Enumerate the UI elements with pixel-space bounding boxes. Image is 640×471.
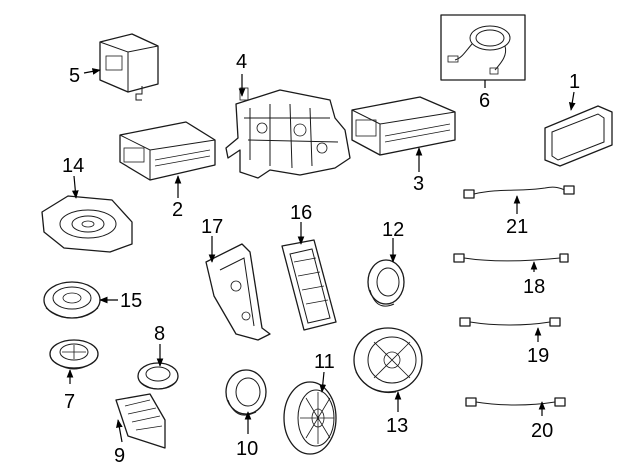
callout-9: 9 bbox=[114, 445, 125, 467]
callout-20: 20 bbox=[531, 420, 553, 442]
part-18-cable[interactable] bbox=[453, 253, 569, 263]
part-15-speaker[interactable] bbox=[43, 281, 101, 319]
callout-18: 18 bbox=[523, 276, 545, 298]
part-5-module[interactable] bbox=[99, 33, 159, 101]
callout-16: 16 bbox=[290, 202, 312, 224]
callout-21: 21 bbox=[506, 216, 528, 238]
part-2-head-unit[interactable] bbox=[119, 121, 216, 181]
part-6-antenna-cable[interactable] bbox=[440, 14, 526, 81]
part-13-large-woofer[interactable] bbox=[353, 327, 423, 394]
part-4-bracket[interactable] bbox=[225, 87, 351, 179]
leader-lines bbox=[66, 68, 576, 443]
callout-13: 13 bbox=[386, 415, 408, 437]
part-19-cable[interactable] bbox=[459, 317, 561, 327]
callout-17: 17 bbox=[201, 216, 223, 238]
callout-8: 8 bbox=[154, 323, 165, 345]
part-12-speaker[interactable] bbox=[367, 259, 405, 307]
part-10-speaker[interactable] bbox=[225, 369, 267, 416]
callout-15: 15 bbox=[120, 290, 142, 312]
part-14-speaker-housing[interactable] bbox=[41, 195, 133, 253]
part-3-amplifier[interactable] bbox=[351, 96, 456, 156]
callout-11: 11 bbox=[314, 351, 335, 373]
part-20-cable[interactable] bbox=[465, 397, 566, 407]
callout-3: 3 bbox=[413, 173, 424, 195]
callout-10: 10 bbox=[236, 438, 258, 460]
callout-12: 12 bbox=[382, 219, 404, 241]
part-16-panel[interactable] bbox=[281, 239, 337, 331]
part-7-tweeter[interactable] bbox=[49, 339, 99, 370]
callout-5: 5 bbox=[69, 65, 80, 87]
part-17-bracket[interactable] bbox=[205, 243, 271, 341]
callout-1: 1 bbox=[569, 71, 580, 93]
callout-4: 4 bbox=[236, 51, 247, 73]
part-21-cable[interactable] bbox=[463, 185, 575, 199]
callout-19: 19 bbox=[527, 345, 549, 367]
callout-2: 2 bbox=[172, 199, 183, 221]
callout-14: 14 bbox=[62, 155, 84, 177]
callout-7: 7 bbox=[64, 391, 75, 413]
part-9-trim-cover[interactable] bbox=[115, 393, 166, 449]
callouts: 1 2 3 4 5 6 7 8 9 10 11 12 13 14 15 16 1… bbox=[62, 51, 580, 467]
callout-6: 6 bbox=[479, 90, 490, 112]
part-1-display[interactable] bbox=[544, 105, 613, 167]
part-11-woofer[interactable] bbox=[283, 381, 337, 455]
part-8-small-speaker[interactable] bbox=[137, 362, 179, 390]
